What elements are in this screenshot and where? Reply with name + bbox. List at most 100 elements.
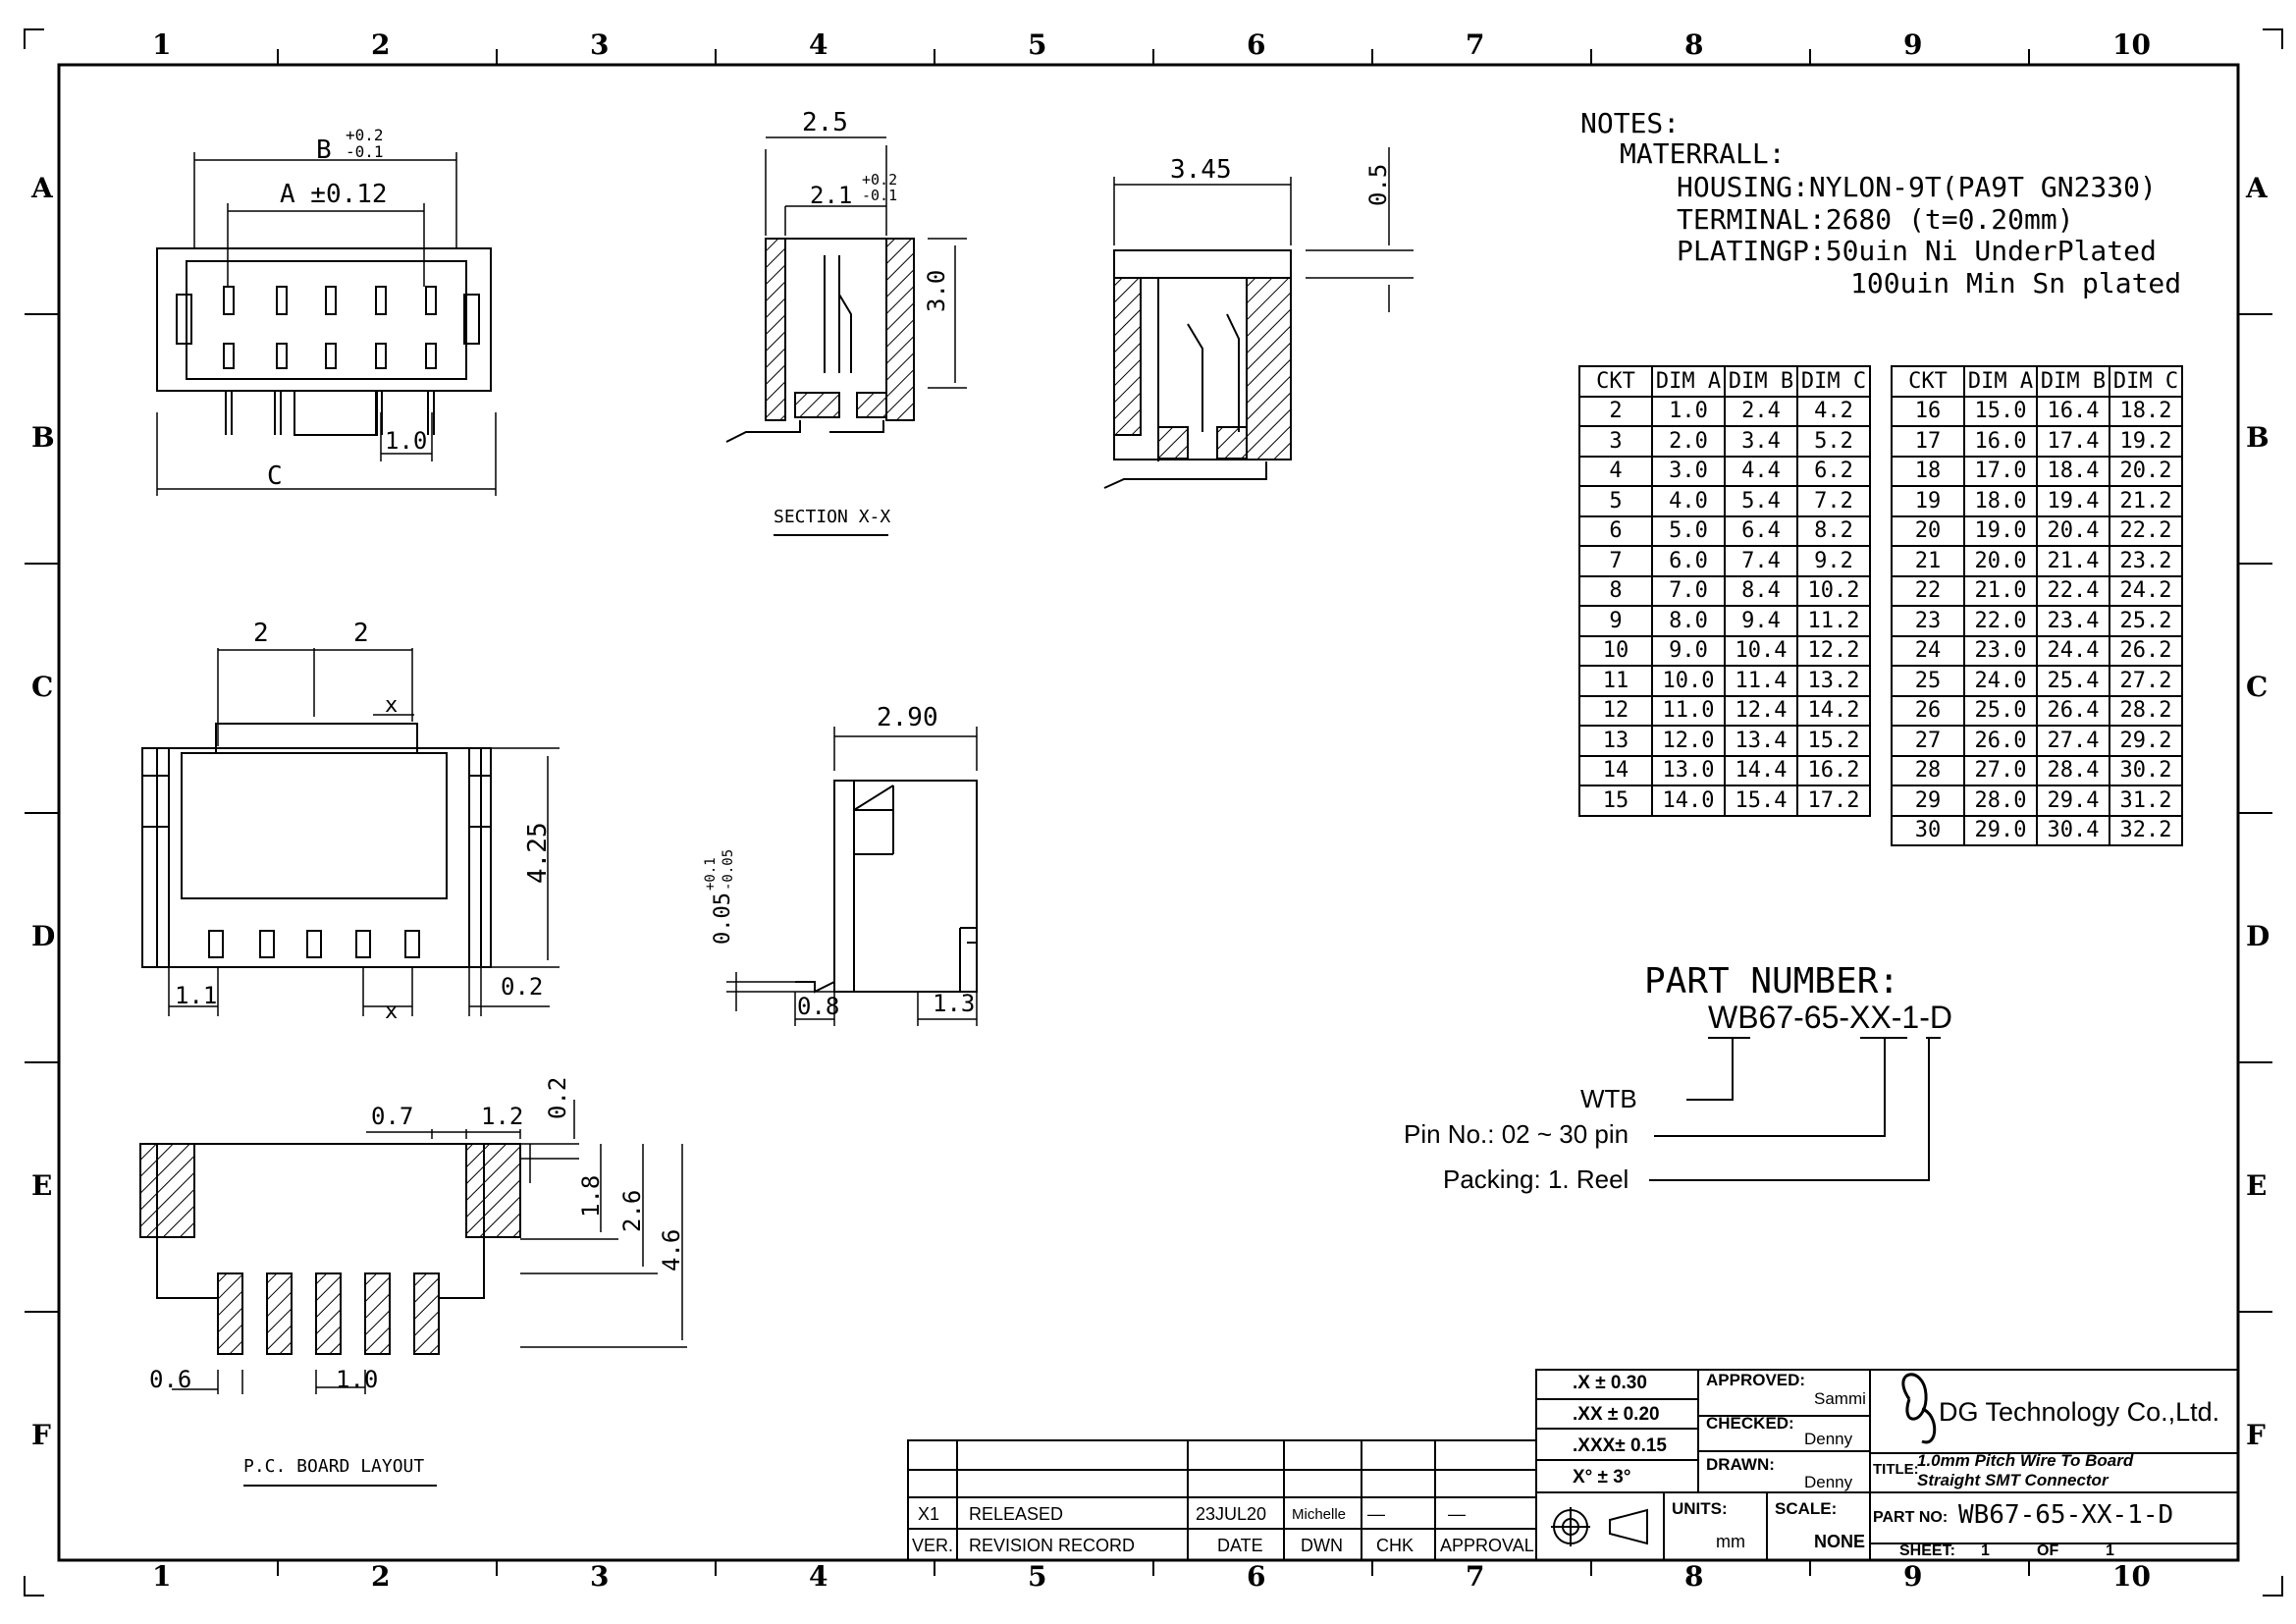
approved-label: APPROVED: xyxy=(1706,1371,1806,1389)
dim-table-cell: 21.2 xyxy=(2109,485,2183,517)
dim-table-cell: 26.2 xyxy=(2109,634,2183,667)
revision-table xyxy=(907,1439,1537,1561)
dim-table-header: DIM A xyxy=(1963,365,2038,398)
dim-sec-2-1: 2.1 xyxy=(810,182,853,209)
row-label-e: E xyxy=(31,1169,53,1202)
dim-table-cell: 8.0 xyxy=(1651,605,1726,637)
dim-table-cell: 11.2 xyxy=(1796,605,1871,637)
part-number-legend xyxy=(1649,1037,1941,1181)
tolerance-xxx: .XXX± 0.15 xyxy=(1573,1435,1667,1456)
dim-table-cell: 21 xyxy=(1891,545,1965,577)
dim-table-cell: 16.2 xyxy=(1796,754,1871,786)
dim-table-cell: 29.0 xyxy=(1963,814,2038,846)
units-label: UNITS: xyxy=(1672,1499,1728,1518)
dim-table-cell: 11 xyxy=(1578,665,1653,697)
dim-table-cell: 17.4 xyxy=(2036,425,2110,458)
dim-table-cell: 27.4 xyxy=(2036,725,2110,757)
col-label-3-bottom: 3 xyxy=(590,1560,610,1593)
dim-table-cell: 28.4 xyxy=(2036,754,2110,786)
scale-label: SCALE: xyxy=(1775,1499,1838,1518)
dim-table-cell: 6 xyxy=(1578,514,1653,547)
company-name: DG Technology Co.,Ltd. xyxy=(1939,1397,2220,1427)
pcb-layout xyxy=(139,1100,687,1487)
dim-r-0-05-up: +0.1 xyxy=(703,857,719,891)
col-label-6-bottom: 6 xyxy=(1247,1560,1266,1593)
dim-table-cell: 8 xyxy=(1578,574,1653,607)
row-label-e-right: E xyxy=(2246,1169,2268,1202)
dim-pcb-1-2: 1.2 xyxy=(481,1103,524,1130)
dim-table-cell: 18.2 xyxy=(2109,395,2183,427)
dim-table-cell: 15.0 xyxy=(1963,395,2038,427)
dim-table-cell: 8.2 xyxy=(1796,514,1871,547)
dim-table-cell: 24.0 xyxy=(1963,665,2038,697)
dim-table-cell: 12.0 xyxy=(1651,725,1726,757)
dim-table-cell: 14.2 xyxy=(1796,694,1871,727)
rev-ver-header: VER. xyxy=(912,1536,954,1555)
tolerance-angle: X° ± 3° xyxy=(1573,1467,1631,1488)
dim-table-cell: 4.4 xyxy=(1724,455,1798,487)
dim-table-header: DIM A xyxy=(1651,365,1726,398)
dim-pcb-1-8: 1.8 xyxy=(577,1174,605,1218)
dim-table-cell: 25.4 xyxy=(2036,665,2110,697)
dim-table-cell: 27.0 xyxy=(1963,754,2038,786)
dim-pcb-0-6: 0.6 xyxy=(149,1366,192,1393)
dim-table-cell: 21.0 xyxy=(1963,574,2038,607)
dim-table-cell: 9.2 xyxy=(1796,545,1871,577)
dim-sec-2-5: 2.5 xyxy=(802,108,848,137)
legend-packing: Packing: 1. Reel xyxy=(1443,1164,1629,1194)
dim-front-0-2: 0.2 xyxy=(501,973,544,1001)
col-label-1: 1 xyxy=(152,28,172,61)
dim-table-cell: 30.2 xyxy=(2109,754,2183,786)
dim-table-cell: 4.0 xyxy=(1651,485,1726,517)
drawn-label: DRAWN: xyxy=(1706,1455,1775,1474)
dim-a: A ±0.12 xyxy=(280,180,388,209)
dim-c: C xyxy=(267,461,283,491)
rev-approval-header: APPROVAL xyxy=(1440,1536,1534,1555)
col-label-7-bottom: 7 xyxy=(1466,1560,1485,1593)
col-label-4-bottom: 4 xyxy=(809,1560,828,1593)
dim-table-cell: 16 xyxy=(1891,395,1965,427)
dim-r-1-3: 1.3 xyxy=(933,990,976,1017)
dim-table-cell: 15.4 xyxy=(1724,785,1798,817)
row-label-f-right: F xyxy=(2246,1419,2266,1451)
dim-table-cell: 12.2 xyxy=(1796,634,1871,667)
dim-table-cell: 5.0 xyxy=(1651,514,1726,547)
notes-line-4: PLATINGP:50uin Ni UnderPlated xyxy=(1677,235,2157,267)
dim-table-cell: 3.4 xyxy=(1724,425,1798,458)
front-view xyxy=(141,648,560,1016)
rev-chk-header: CHK xyxy=(1376,1536,1415,1555)
dim-table-cell: 13.4 xyxy=(1724,725,1798,757)
row-label-d-right: D xyxy=(2246,920,2270,952)
dim-b-tol-dn: -0.1 xyxy=(346,142,384,161)
dim-table-cell: 10 xyxy=(1578,634,1653,667)
part-number-code: WB67-65-XX-1-D xyxy=(1708,1000,1952,1035)
dim-table-cell: 18.4 xyxy=(2036,455,2110,487)
section-view xyxy=(725,136,967,536)
title-block xyxy=(1535,1369,2239,1561)
row-label-d: D xyxy=(31,920,56,952)
dim-table-cell: 22 xyxy=(1891,574,1965,607)
dim-sec-2-1-dn: -0.1 xyxy=(862,187,898,204)
dim-front-2a: 2 xyxy=(253,619,269,648)
legend-wtb: WTB xyxy=(1580,1084,1637,1113)
dim-table-cell: 5 xyxy=(1578,485,1653,517)
dim-table-header: CKT xyxy=(1891,365,1965,398)
dim-r-0-05: 0.05 xyxy=(711,893,735,945)
dim-side-0-5: 0.5 xyxy=(1364,163,1392,206)
dim-table-cell: 14.4 xyxy=(1724,754,1798,786)
units-value: mm xyxy=(1716,1532,1745,1551)
